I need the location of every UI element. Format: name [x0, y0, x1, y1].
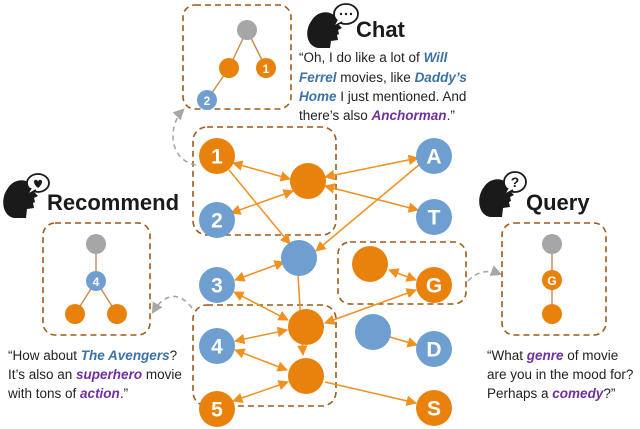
node-hub-blue [281, 240, 317, 276]
recommend-group-box [192, 304, 337, 407]
edge-2-center [230, 189, 294, 215]
graph-nodes [199, 138, 452, 427]
node-D [416, 331, 452, 367]
node-A [416, 138, 452, 174]
node-G [416, 267, 452, 303]
query-title: Query [526, 190, 590, 215]
query-question-head-icon: ? [479, 171, 527, 217]
chat-group-box [192, 126, 337, 236]
edge-1-center [231, 160, 292, 182]
edge-c5-S [324, 381, 418, 406]
node-2-label: 2 [211, 210, 223, 233]
node-S-label: S [427, 398, 441, 421]
node-query-orange [352, 246, 388, 282]
recommend-title: Recommend [47, 190, 179, 215]
node-center-movie [290, 163, 326, 199]
edge-bluemid-D [389, 336, 419, 348]
node-2 [199, 202, 235, 238]
recommend-mini-gray-node [86, 234, 106, 254]
recommend-mini-orange-left [65, 304, 85, 324]
chat-title: Chat [356, 17, 406, 42]
node-mid-blue [355, 314, 391, 350]
edge-center-A [323, 154, 420, 181]
node-4-label: 4 [211, 336, 223, 359]
query-mini-gray-node [542, 234, 562, 254]
query-subgraph-box [501, 222, 607, 336]
graph-node-labels: 1 2 3 4 5 A T G D S [211, 146, 442, 422]
node-S [416, 390, 452, 426]
chat-mini-gray-node [237, 20, 257, 40]
node-5 [199, 391, 235, 427]
node-4 [199, 328, 235, 364]
query-mini-node-G [542, 270, 562, 290]
edge-4-c5 [234, 348, 288, 372]
chat-mini-orange-node [219, 58, 239, 78]
edge-A-hub [315, 163, 421, 252]
recommend-subgraph-box [42, 222, 151, 336]
chat-speech-head-icon [307, 3, 359, 49]
node-5-label: 5 [211, 399, 223, 422]
edge-3-c4 [233, 291, 289, 321]
edge-queryorange-G [388, 268, 417, 282]
svg-text:?: ? [511, 174, 520, 190]
query-mini-orange-bottom [542, 304, 562, 324]
chat-mini-node-1 [256, 58, 276, 78]
recommend-mini-node-4 [86, 271, 106, 291]
node-1-label: 1 [211, 146, 223, 169]
edge-5-c5 [232, 380, 289, 403]
chat-mini-node-1-label: 1 [263, 62, 270, 76]
query-quote: “What genre of movie are you in the mood… [487, 348, 637, 401]
query-mini-node-G-label: G [547, 274, 556, 288]
chat-quote: “Oh, I do like a lot of Will Ferrel movi… [299, 50, 471, 123]
graph-edges [228, 154, 421, 406]
edge-4-c4 [233, 326, 289, 345]
recommend-dashed-arrow [151, 295, 193, 314]
node-T [416, 199, 452, 235]
node-T-label: T [428, 207, 441, 230]
node-G-label: G [426, 275, 442, 298]
chat-dashed-arrow [172, 108, 197, 166]
recommend-heart-head-icon [3, 173, 50, 218]
node-1 [199, 138, 235, 174]
node-3-label: 3 [211, 275, 223, 298]
edge-1-hub [228, 169, 291, 245]
node-D-label: D [426, 339, 441, 362]
edge-G-c4 [324, 288, 417, 325]
node-c4-orange [288, 309, 324, 345]
chat-subgraph-box [182, 4, 292, 110]
node-c5-orange [288, 358, 324, 394]
edge-hub-3 [234, 260, 285, 282]
chat-mini-node-2 [197, 90, 217, 110]
node-3 [199, 267, 235, 303]
recommend-quote: “How about The Avengers? It’s also an su… [7, 348, 186, 401]
recommend-mini-orange-right [107, 304, 127, 324]
chat-mini-node-2-label: 2 [204, 94, 211, 108]
edge-center-T [323, 183, 420, 213]
recommend-mini-node-4-label: 4 [93, 275, 100, 289]
node-A-label: A [426, 146, 441, 169]
query-dashed-arrow [467, 265, 503, 282]
